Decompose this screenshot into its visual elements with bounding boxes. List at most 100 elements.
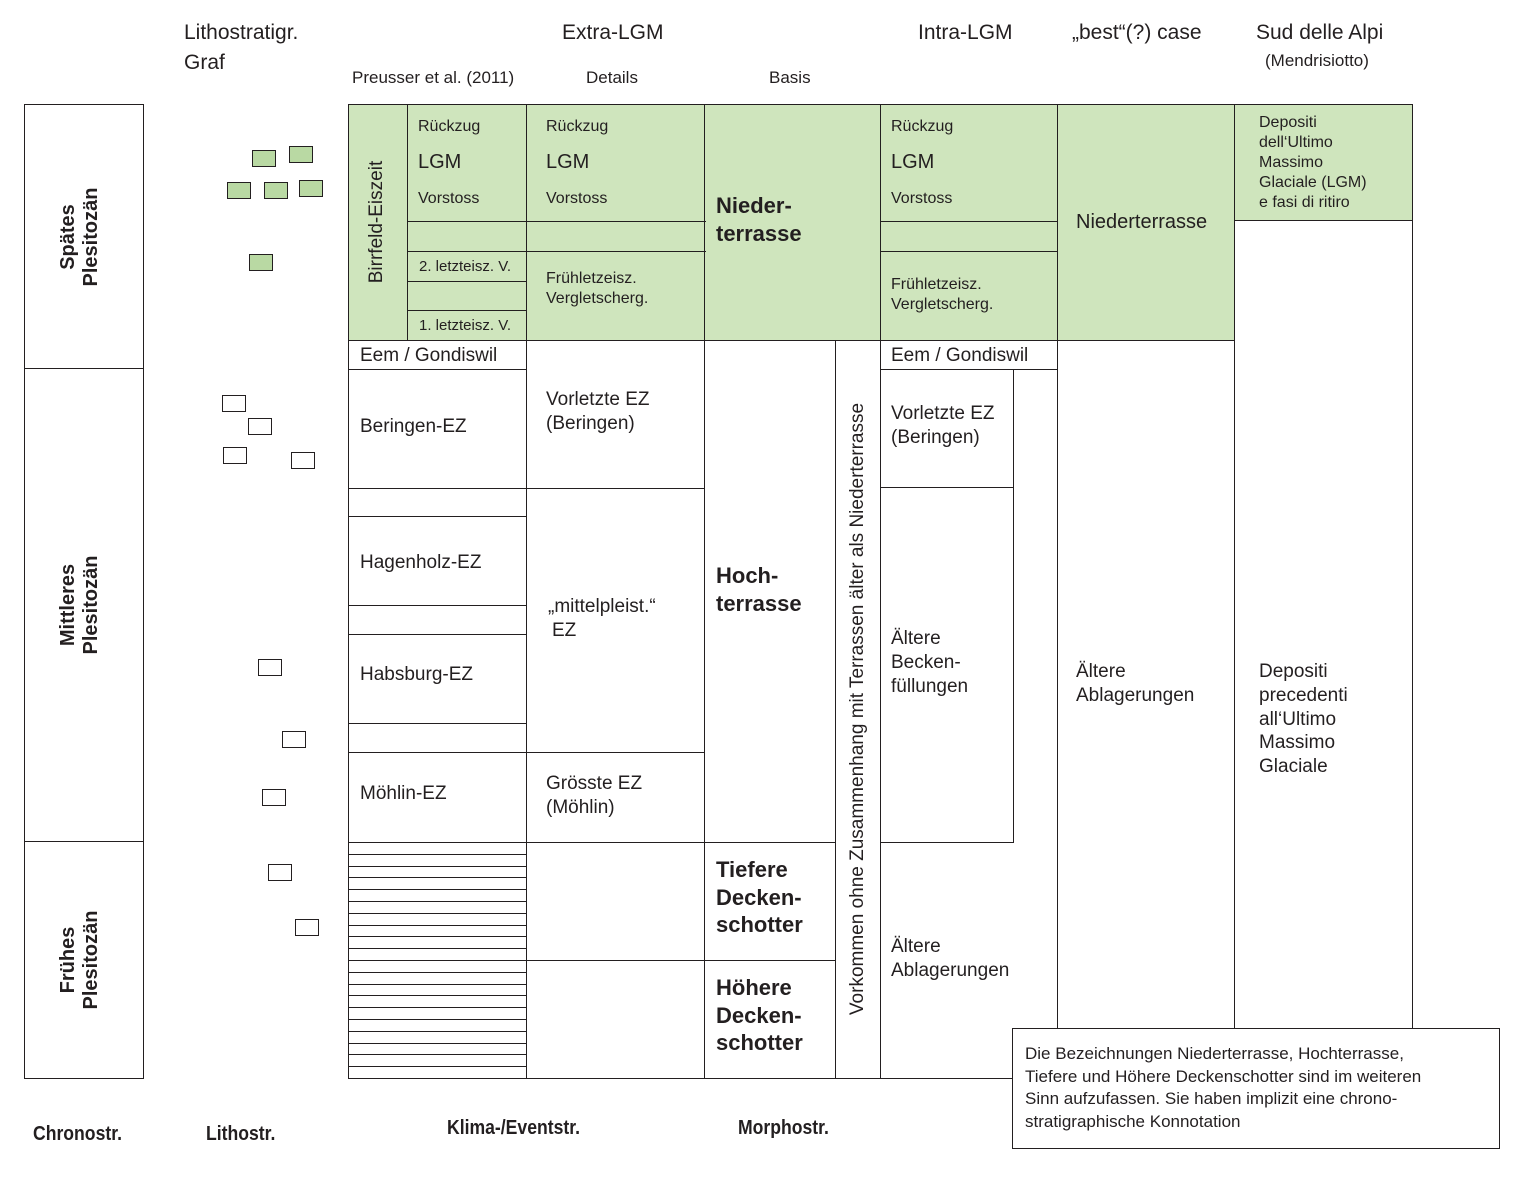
stripe-line	[348, 877, 528, 878]
header-intra-lgm: Intra-LGM	[918, 21, 1013, 44]
litho-square	[295, 919, 319, 936]
litho-square	[282, 731, 306, 748]
divider	[880, 369, 1058, 370]
divider	[348, 516, 528, 517]
birrfeld-divider	[407, 104, 408, 342]
stripe-line	[348, 1031, 528, 1032]
divider	[407, 281, 527, 282]
divider	[526, 842, 706, 843]
stripe-line	[348, 925, 528, 926]
header-lithostratigr: Lithostratigr.	[184, 21, 299, 44]
chrono-mittleres-box	[24, 368, 144, 843]
footer-lithostr: Lithostr.	[206, 1123, 276, 1145]
intra-fruehletzteisz: Frühletzeisz.Vergletscherg.	[891, 276, 994, 313]
header-best-case: „best“(?) case	[1072, 21, 1202, 44]
stripe-line	[348, 1043, 528, 1044]
stripe-line	[348, 889, 528, 890]
details-groesste: Grösste EZ(Möhlin)	[546, 773, 643, 818]
stripe-line	[348, 995, 528, 996]
preusser-2-letzteisz: 2. letzteisz. V.	[419, 258, 511, 275]
footer-chronostr: Chronostr.	[33, 1123, 122, 1145]
litho-square-green	[299, 180, 323, 197]
header-basis: Basis	[769, 68, 811, 87]
preusser-early-stripes	[348, 842, 528, 1078]
preusser-beringen: Beringen-EZ	[360, 416, 467, 437]
best-niederterrasse: Niederterrasse	[1076, 211, 1208, 233]
litho-square	[222, 395, 246, 412]
stripe-line	[348, 936, 528, 937]
basis-niederterrasse: Nieder-terrasse	[716, 193, 802, 246]
preusser-vorstoss: Vorstoss	[418, 190, 480, 207]
divider	[348, 842, 528, 843]
preusser-1-letzteisz: 1. letzteisz. V.	[419, 317, 511, 334]
details-mittelpleist: „mittelpleist.“EZ	[548, 596, 656, 641]
footer-morphostr: Morphostr.	[738, 1117, 829, 1139]
stripe-line	[348, 913, 528, 914]
divider	[526, 251, 706, 252]
preusser-habsburg: Habsburg-EZ	[360, 664, 473, 685]
intra-lower-col	[880, 340, 1059, 1079]
vorkommen-label: Vorkommen ohne Zusammenhang mit Terrasse…	[847, 402, 868, 1016]
intra-eem: Eem / Gondiswil	[891, 345, 1029, 366]
preusser-hagenholz: Hagenholz-EZ	[360, 552, 482, 573]
divider	[526, 960, 706, 961]
intra-rueckzug: Rückzug	[891, 118, 954, 135]
sud-lower-col	[1234, 220, 1413, 1079]
header-details: Details	[586, 68, 638, 87]
preusser-lower-col	[348, 340, 528, 1079]
header-graf: Graf	[184, 51, 225, 74]
green-band-basis	[704, 104, 882, 342]
details-rueckzug: Rückzug	[546, 118, 609, 135]
divider	[348, 605, 528, 606]
stripe-line	[348, 1066, 528, 1067]
divider	[526, 221, 706, 222]
divider	[407, 310, 527, 311]
divider	[348, 723, 528, 724]
basis-hochterrasse: Hoch-terrasse	[716, 563, 802, 616]
divider	[526, 752, 706, 753]
litho-square-green	[249, 254, 273, 271]
divider	[880, 221, 1058, 222]
intra-vorstoss: Vorstoss	[891, 190, 953, 207]
preusser-eem: Eem / Gondiswil	[360, 345, 498, 366]
best-lower-col	[1057, 340, 1236, 1079]
details-vorletzte: Vorletzte EZ(Beringen)	[546, 389, 650, 434]
stripe-line	[348, 972, 528, 973]
stripe-line	[348, 901, 528, 902]
stripe-line	[348, 984, 528, 985]
stripe-line	[348, 1019, 528, 1020]
green-band-details	[526, 104, 706, 342]
green-band-sud	[1234, 104, 1413, 222]
divider	[880, 251, 1058, 252]
chrono-fruehes-box	[24, 841, 144, 1079]
vorkommen-col	[835, 340, 882, 1079]
footer-klima: Klima-/Eventstr.	[447, 1117, 581, 1139]
green-band-intra	[880, 104, 1059, 342]
stripe-line	[348, 1054, 528, 1055]
chrono-spaetes-box	[24, 104, 144, 370]
birrfeld-label: Birrfeld-Eiszeit	[366, 160, 387, 284]
divider	[348, 369, 528, 370]
header-preusser: Preusser et al. (2011)	[352, 68, 515, 87]
green-band-best	[1057, 104, 1236, 342]
preusser-rueckzug: Rückzug	[418, 118, 481, 135]
divider	[348, 634, 528, 635]
litho-square-green	[289, 146, 313, 163]
litho-square	[248, 418, 272, 435]
litho-square-green	[227, 182, 251, 199]
litho-square	[268, 864, 292, 881]
stripe-line	[348, 1007, 528, 1008]
stripe-line	[348, 854, 528, 855]
header-sud-alpi: Sud delle Alpi	[1256, 21, 1384, 44]
intra-lgm: LGM	[891, 151, 935, 173]
litho-square-green	[252, 150, 276, 167]
